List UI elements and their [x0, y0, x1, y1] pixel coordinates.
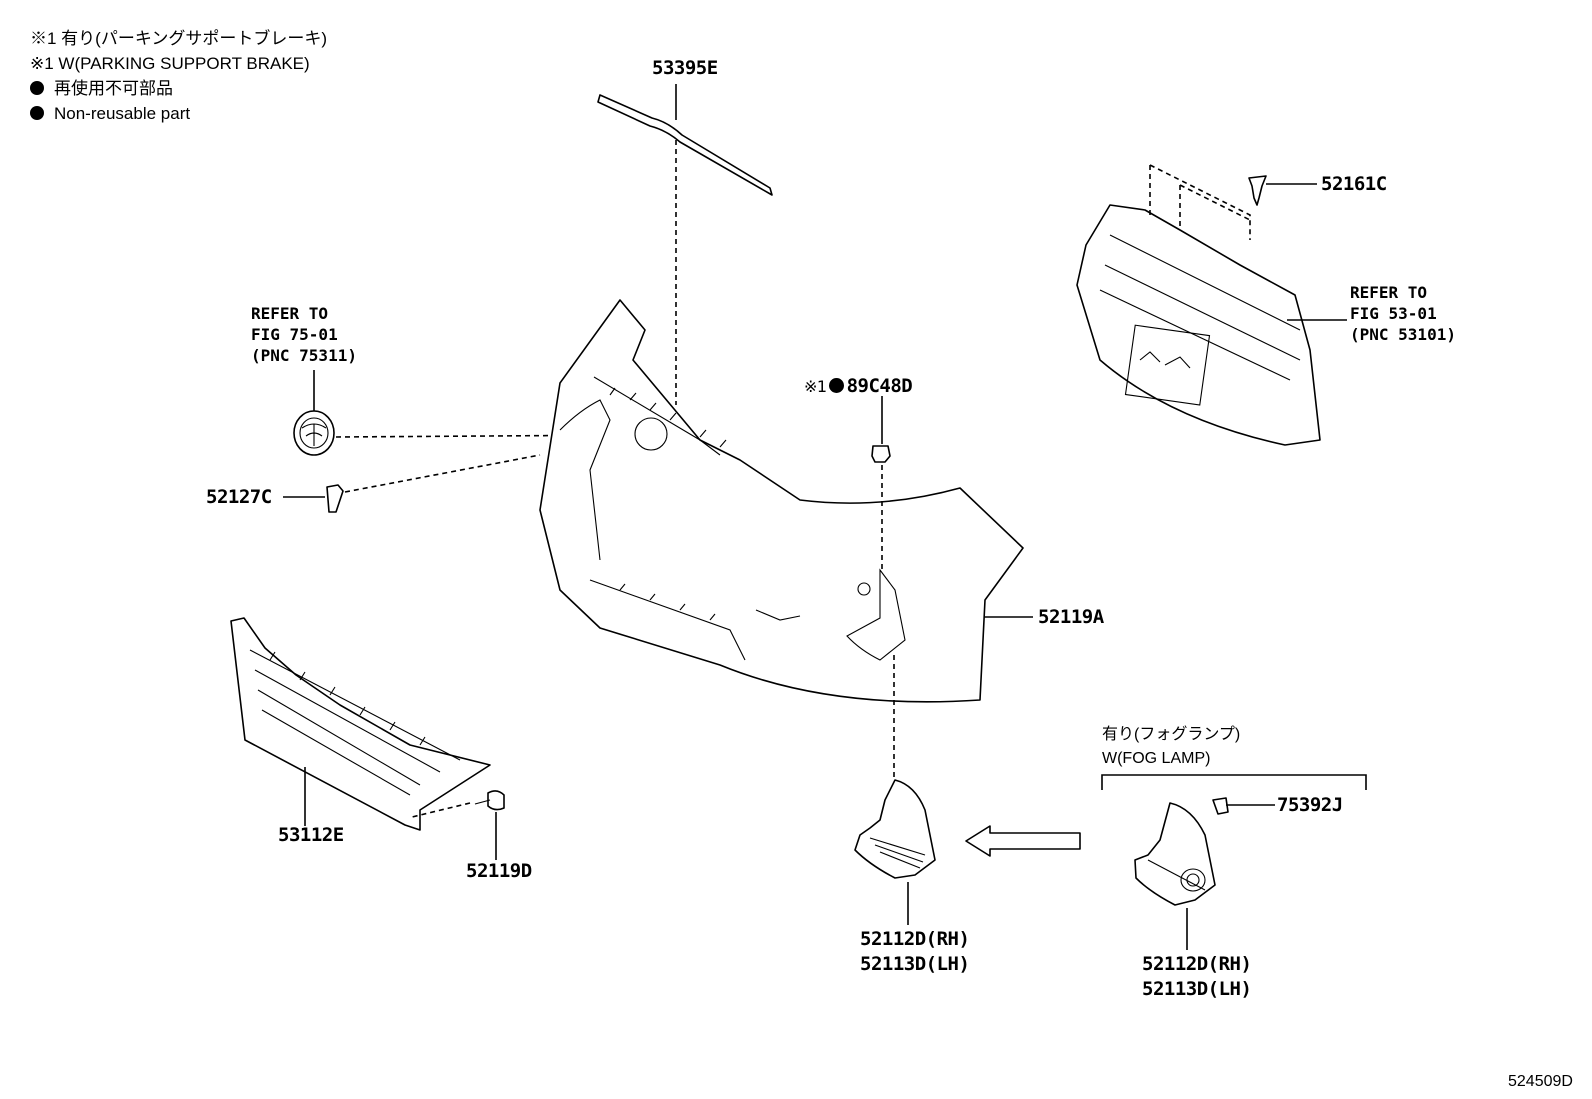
part-number-cover-fog-rh[interactable]: 52112D(RH): [1142, 953, 1252, 975]
legend-note-en: ※1 W(PARKING SUPPORT BRAKE): [30, 54, 310, 73]
emblem-icon[interactable]: [293, 410, 335, 456]
bumper-cover-52119A[interactable]: [539, 299, 1024, 703]
bumper-hole-cover-center[interactable]: [854, 779, 936, 879]
part-number-cover-center-lh[interactable]: 52113D(LH): [860, 953, 970, 975]
legend-nonreusable-jp: 再使用不可部品: [30, 80, 173, 97]
part-number-52127C[interactable]: 52127C: [206, 486, 272, 508]
part-number-cover-center-rh[interactable]: 52112D(RH): [860, 928, 970, 950]
part-number-53112E[interactable]: 53112E: [278, 824, 344, 846]
bolt-icon-52119D[interactable]: [474, 790, 505, 811]
part-number-52161C[interactable]: 52161C: [1321, 173, 1387, 195]
filled-circle-bullet-icon: [828, 378, 844, 393]
part-number-52119A[interactable]: 52119A: [1038, 606, 1104, 628]
clip-icon-52161C[interactable]: [1248, 175, 1267, 206]
part-number-52119D[interactable]: 52119D: [466, 860, 532, 882]
bumper-hole-cover-fog[interactable]: [1134, 802, 1216, 906]
arrow-left-icon: [965, 825, 1081, 857]
filled-circle-bullet-icon: [30, 81, 44, 95]
refer-to-grille[interactable]: REFER TO FIG 53-01 (PNC 53101): [1350, 283, 1456, 344]
clip-icon-89C48D[interactable]: [871, 445, 891, 463]
filled-circle-bullet-icon: [30, 106, 44, 120]
figure-id: 524509D: [1508, 1073, 1573, 1090]
part-number-cover-fog-lh[interactable]: 52113D(LH): [1142, 978, 1252, 1000]
part-number-53395E[interactable]: 53395E: [652, 57, 718, 79]
refer-to-emblem[interactable]: REFER TO FIG 75-01 (PNC 75311): [251, 304, 357, 365]
legend-nonreusable-en: Non-reusable part: [30, 105, 190, 122]
fog-lamp-note-en: W(FOG LAMP): [1102, 750, 1211, 767]
clip-icon-75392J[interactable]: [1212, 797, 1229, 815]
fog-lamp-note-jp: 有り(フォグランプ): [1102, 726, 1241, 743]
part-number-75392J[interactable]: 75392J: [1277, 794, 1343, 816]
lower-grille-53112E[interactable]: [230, 617, 491, 831]
radiator-grille-assy[interactable]: [1076, 204, 1321, 446]
clip-icon-52127C[interactable]: [326, 484, 344, 513]
seal-strip-53395E[interactable]: [597, 94, 773, 196]
legend-note-jp: ※1 有り(パーキングサポートブレーキ): [30, 29, 327, 48]
